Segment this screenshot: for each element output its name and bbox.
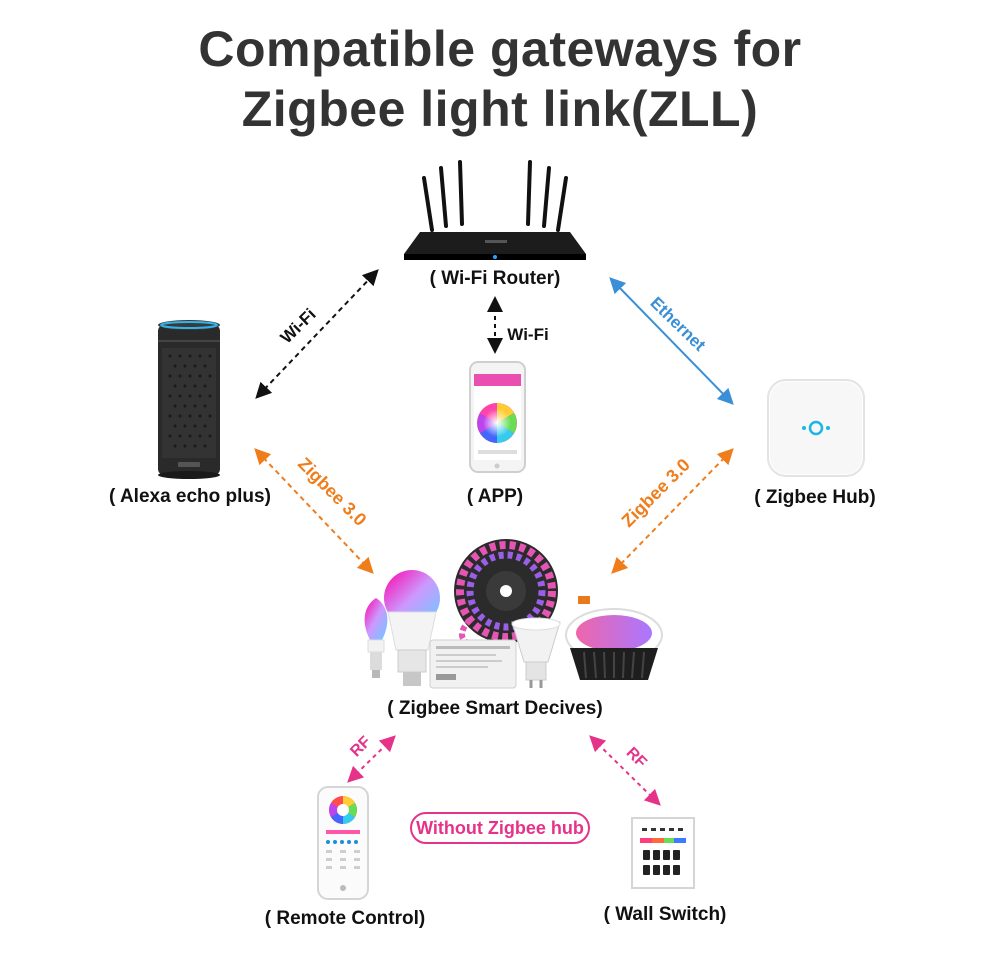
alexa-echo-icon	[158, 320, 220, 479]
zigbee-hub-icon	[767, 379, 865, 477]
zigbee-link-hub-devices	[611, 448, 734, 574]
diagram-title-line1: Compatible gateways for	[198, 21, 802, 77]
a60-bulb-icon	[384, 570, 440, 686]
wifi-label-app: Wi-Fi	[507, 325, 548, 344]
remote-control-icon	[317, 786, 369, 900]
rf-link-devices-remote	[347, 735, 396, 783]
controller-box-icon	[429, 639, 517, 689]
app-label: ( APP)	[466, 486, 524, 507]
router-label: ( Wi-Fi Router)	[429, 268, 561, 289]
wall-switch-icon	[631, 817, 695, 889]
gu10-spot-icon	[511, 617, 561, 688]
candle-bulb-icon	[364, 598, 388, 678]
wifi-label-alexa: Wi-Fi	[277, 305, 320, 347]
zigbee-label-left: Zigbee 3.0	[294, 454, 370, 530]
rf-label-left: RF	[347, 733, 374, 760]
rf-label-right: RF	[623, 744, 650, 771]
zigbee-link-alexa-devices	[254, 448, 374, 574]
ethernet-link-router-hub	[609, 277, 734, 405]
downlight-icon	[565, 596, 663, 680]
alexa-label: ( Alexa echo plus)	[109, 486, 271, 507]
zigbee-hub-label: ( Zigbee Hub)	[754, 487, 876, 508]
smart-devices-cluster	[364, 539, 663, 689]
router-icon	[404, 160, 586, 260]
diagram-title-line2: Zigbee light link(ZLL)	[241, 81, 759, 137]
without-zigbee-hub-badge: Without Zigbee hub	[410, 812, 590, 844]
zigbee-label-right: Zigbee 3.0	[618, 455, 694, 531]
smart-devices-label: ( Zigbee Smart Decives)	[387, 698, 603, 719]
led-strip-icon	[454, 539, 558, 652]
rf-link-devices-wallswitch	[589, 735, 661, 806]
wall-switch-label: ( Wall Switch)	[603, 904, 727, 925]
wifi-link-router-alexa	[255, 269, 379, 399]
remote-control-label: ( Remote Control)	[264, 908, 426, 929]
app-phone-icon	[469, 361, 526, 473]
